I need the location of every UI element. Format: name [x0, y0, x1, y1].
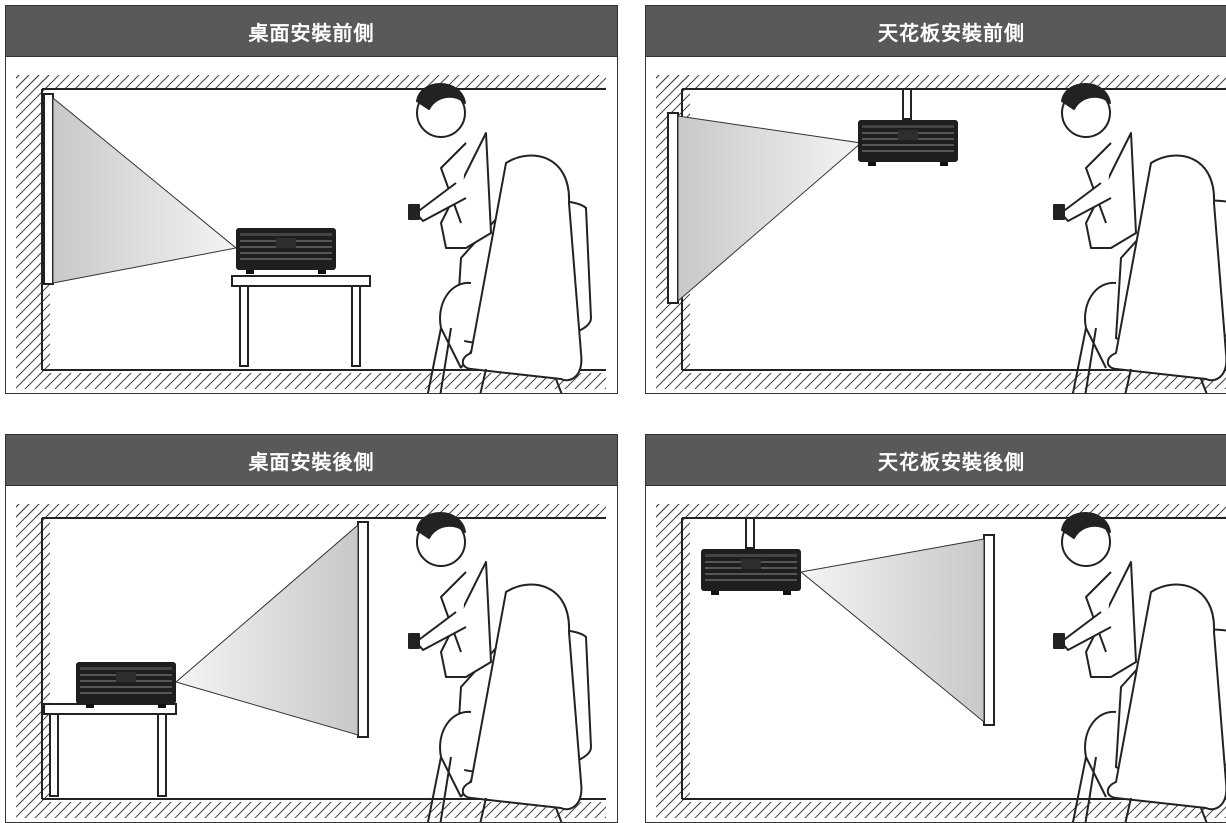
light-beam — [174, 523, 359, 736]
ceiling-hatch — [16, 504, 606, 518]
panel-title: 桌面安裝前側 — [6, 6, 617, 57]
ceiling-mount — [745, 517, 755, 549]
ceiling-hatch — [656, 504, 1226, 518]
panel-desk-front: 桌面安裝前側 — [5, 5, 618, 394]
ceiling-hatch — [656, 75, 1226, 89]
wall-hatch — [656, 504, 690, 804]
projection-screen — [357, 521, 369, 738]
desk — [43, 703, 177, 797]
light-beam — [52, 96, 238, 284]
floor-hatch — [656, 373, 1226, 389]
seated-person — [1050, 82, 1226, 393]
scene-desk-rear — [16, 504, 606, 822]
projection-screen — [667, 112, 679, 304]
light-beam — [677, 115, 863, 303]
panel-ceiling-rear: 天花板安裝後側 — [645, 434, 1226, 823]
ceiling-mount — [902, 88, 912, 120]
scene-ceiling-rear — [656, 504, 1226, 822]
ceiling-hatch — [16, 75, 606, 89]
projection-screen — [983, 534, 995, 726]
projector — [858, 120, 958, 166]
panel-desk-rear: 桌面安裝後側 — [5, 434, 618, 823]
floor-hatch — [656, 802, 1226, 818]
seated-person — [405, 82, 583, 393]
panel-ceiling-front: 天花板安裝前側 — [645, 5, 1226, 394]
panel-title: 桌面安裝後側 — [6, 435, 617, 486]
floor-hatch — [16, 802, 606, 818]
projection-screen — [43, 93, 54, 285]
seated-person — [1050, 511, 1226, 822]
floor-hatch — [16, 373, 606, 389]
scene-desk-front — [16, 75, 606, 393]
desk — [231, 275, 371, 367]
projector — [236, 228, 336, 274]
projector — [701, 549, 801, 595]
projector — [76, 662, 176, 708]
wall-hatch — [16, 504, 50, 804]
light-beam — [799, 538, 985, 724]
scene-ceiling-front — [656, 75, 1226, 393]
seated-person — [405, 511, 583, 822]
panel-title: 天花板安裝後側 — [646, 435, 1226, 486]
panel-title: 天花板安裝前側 — [646, 6, 1226, 57]
